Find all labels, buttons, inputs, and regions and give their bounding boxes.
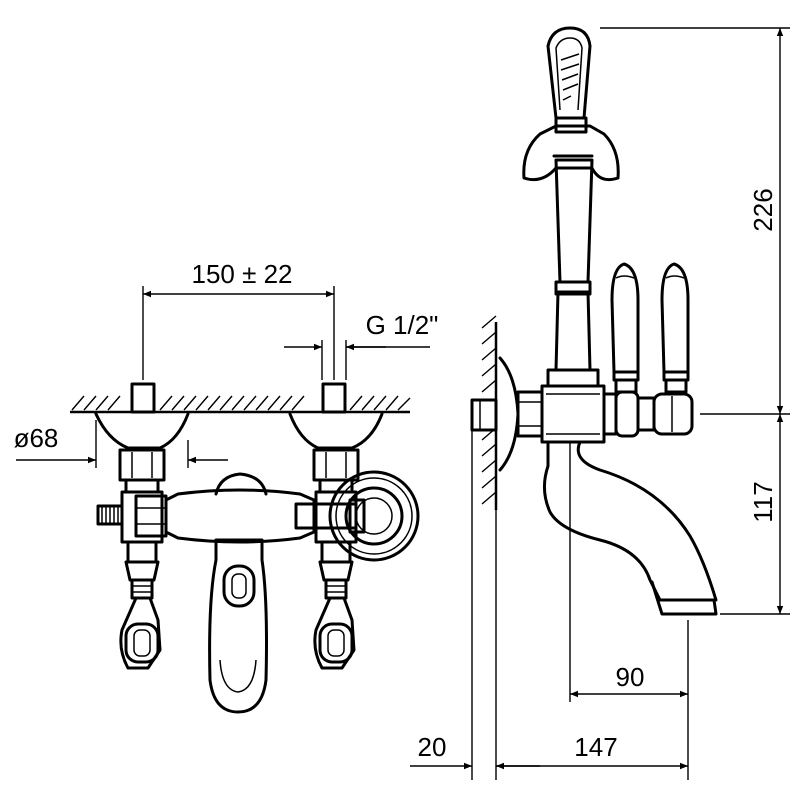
side-view: 226 117 90 147 20 <box>410 26 790 780</box>
side-handle-right <box>660 262 690 394</box>
side-spout <box>543 440 718 616</box>
side-handle-left <box>610 262 640 394</box>
left-valve-body <box>118 448 166 600</box>
label-spout-reach-wall: 147 <box>574 732 617 762</box>
label-total-height: 226 <box>748 188 778 231</box>
right-inlet-pipe <box>321 382 347 414</box>
label-rosette-diameter: ø68 <box>14 423 59 453</box>
front-view: 150 ± 22 G 1/2" ø68 <box>14 259 438 714</box>
front-wall-hatching <box>71 395 411 411</box>
dim-spout-reach-inlet: 90 <box>569 442 689 780</box>
dim-center-distance: 150 ± 22 <box>142 259 335 380</box>
right-lever-handle <box>313 596 356 670</box>
side-rosette <box>498 356 544 472</box>
right-valve-body <box>312 448 360 600</box>
diverter-knob <box>328 470 420 562</box>
label-connection-thread: G 1/2" <box>366 310 439 340</box>
left-lever-handle <box>119 596 162 670</box>
right-rosette <box>288 412 384 450</box>
front-spout <box>208 538 268 714</box>
side-main-body <box>540 384 694 444</box>
label-wall-offset: 20 <box>418 732 447 762</box>
front-wall <box>70 395 411 414</box>
side-wall <box>481 315 498 510</box>
dim-spout-height: 117 <box>720 414 790 615</box>
left-inlet-pipe <box>130 382 156 414</box>
label-center-distance: 150 ± 22 <box>191 259 292 289</box>
dim-total-height: 226 <box>600 27 790 415</box>
dim-wall-offset: 20 <box>410 430 540 780</box>
label-spout-reach-inlet: 90 <box>616 662 645 692</box>
mixer-central-body <box>164 472 316 544</box>
side-hand-shower-cradle <box>522 116 620 182</box>
dim-connection-thread: G 1/2" <box>284 310 438 380</box>
label-spout-height: 117 <box>748 481 778 522</box>
left-rosette <box>94 412 190 450</box>
dim-rosette-diameter: ø68 <box>14 420 228 468</box>
side-shower-column <box>546 154 600 388</box>
dim-spout-reach-wall: 147 <box>495 510 688 780</box>
hose-thread-outlet <box>96 504 124 526</box>
side-hand-shower-hook <box>546 26 592 120</box>
side-inlet-stub <box>470 398 498 432</box>
